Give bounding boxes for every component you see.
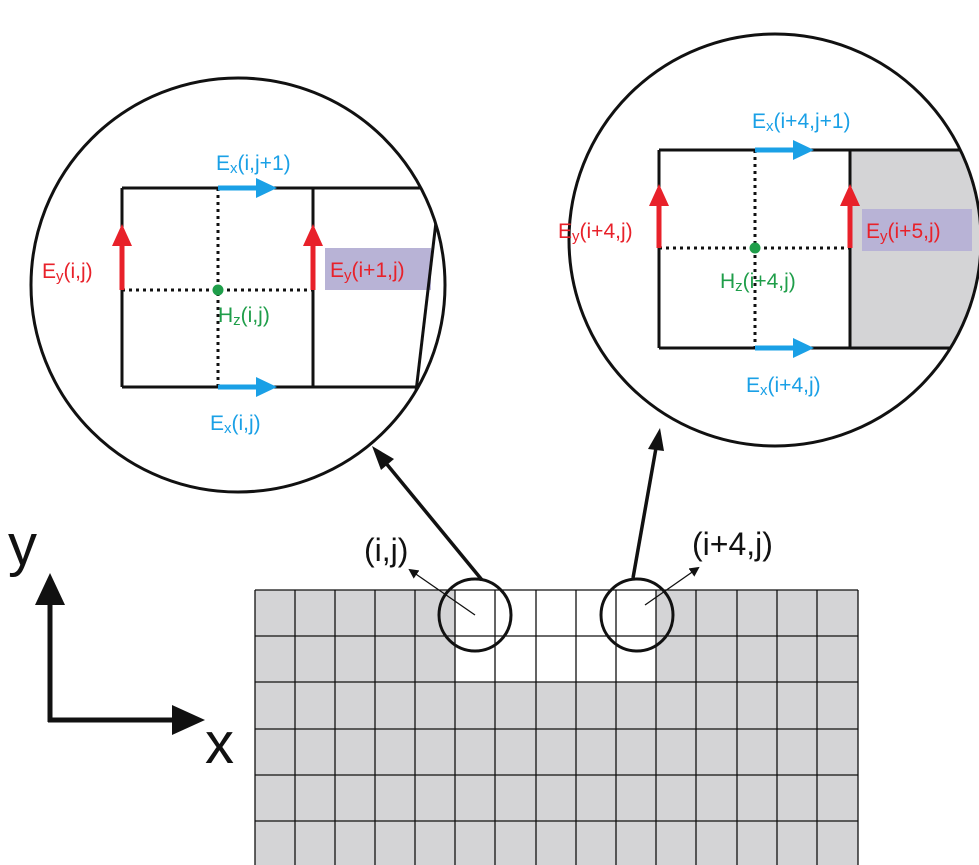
ey-label-left-zoom: Ey(i+4,j) — [558, 220, 633, 245]
x-axis-arrowhead — [172, 705, 205, 735]
cell-label-left: (i,j) — [364, 532, 408, 568]
zoom-left-border — [29, 76, 447, 494]
ey-label-right-zoom: Ey(i+5,j) — [866, 220, 941, 245]
y-axis-label: y — [8, 513, 37, 578]
ex-label-top-left: Ex(i,j+1) — [216, 152, 291, 177]
x-axis-label: x — [205, 711, 234, 776]
zoom-circle-right: Ex(i+4,j+1) Ex(i+4,j) Ey(i+4,j) Ey(i+5,j… — [558, 32, 979, 448]
ex-label-bottom-left: Ex(i,j) — [210, 412, 261, 437]
hz-node-right — [749, 242, 761, 254]
pointer-left-label — [408, 568, 476, 616]
ey-arrow-right — [303, 224, 323, 290]
computational-grid — [254, 589, 859, 865]
ey-arrow-left — [112, 224, 132, 290]
hz-node-left — [212, 284, 224, 296]
ey-arrow-right-zoom — [840, 184, 860, 248]
ex-arrow-top-right — [755, 140, 814, 160]
magnifier-right — [599, 577, 675, 653]
grid-lines — [254, 589, 859, 865]
ex-arrow-bottom-right — [755, 338, 814, 358]
hz-label-left: Hz(i,j) — [218, 304, 270, 329]
ex-label-bottom-right: Ex(i+4,j) — [746, 374, 821, 399]
ex-arrow-top-left — [218, 178, 277, 198]
zoom-circle-left: Ex(i,j+1) Ex(i,j) Ey(i,j) Ey(i+1,j) Hz(i… — [29, 76, 447, 494]
ey-label-left: Ey(i,j) — [42, 260, 93, 285]
axes: y x — [8, 513, 234, 776]
zoom-right-border — [567, 32, 979, 448]
y-axis-arrowhead — [35, 573, 65, 605]
highlight-ey-right — [325, 248, 431, 290]
ey-label-right: Ey(i+1,j) — [330, 259, 405, 284]
highlight-ey-right-zoom — [862, 209, 972, 251]
ex-label-top-right: Ex(i+4,j+1) — [752, 110, 851, 135]
ex-arrow-bottom-left — [218, 377, 277, 397]
zoom-arrow-right — [631, 428, 664, 579]
hz-label-right: Hz(i+4,j) — [720, 270, 796, 295]
zoom-arrow-left — [372, 446, 484, 582]
magnifier-left — [437, 577, 513, 653]
pointer-right-label — [644, 566, 700, 606]
cell-label-right: (i+4,j) — [692, 526, 773, 562]
ey-arrow-left-zoom — [649, 184, 669, 248]
